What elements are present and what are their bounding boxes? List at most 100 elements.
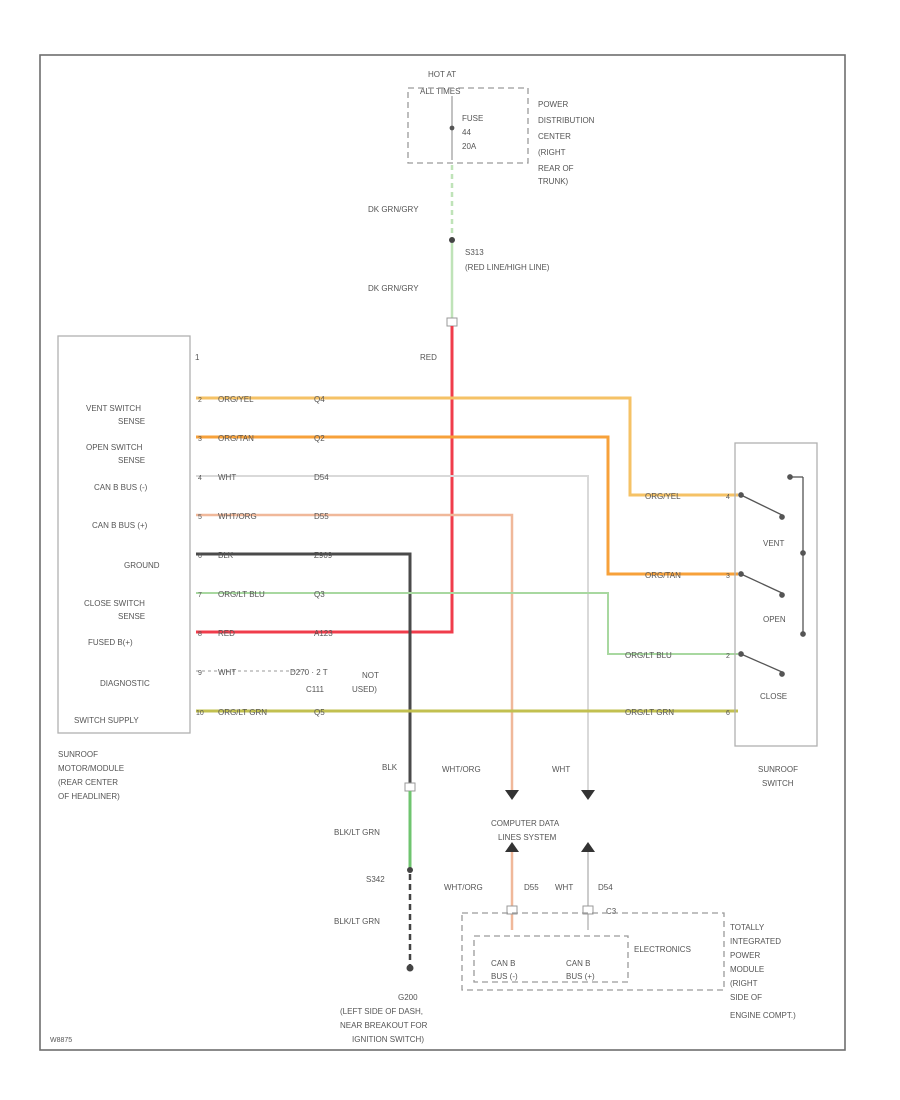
tipm-label-7: ENGINE COMPT.) xyxy=(730,1011,796,1020)
tipm-label-2: INTEGRATED xyxy=(730,937,781,946)
label-wht-upper: WHT xyxy=(552,765,570,774)
pin-name-9: DIAGNOSTIC xyxy=(100,679,150,688)
wire-red xyxy=(196,326,454,634)
sunroof-module-box xyxy=(57,335,191,734)
wire-org-lt-blu xyxy=(196,592,738,655)
splice-s342-node xyxy=(407,867,413,873)
switch-title-1: SUNROOF xyxy=(758,765,798,774)
switch-wire-3-pin: 2 xyxy=(726,653,730,660)
ground-g200-node xyxy=(406,964,414,972)
fuse-node xyxy=(449,125,455,131)
switch-vent: VENT xyxy=(763,539,784,548)
sunroof-switch-box xyxy=(734,442,818,747)
pin-5-color: WHT/ORG xyxy=(218,512,257,521)
pin-9-circuit: D270 · 2 T xyxy=(290,668,328,677)
pin-name-3-1: OPEN SWITCH xyxy=(86,443,143,452)
can-b-plus-1: CAN B xyxy=(566,959,590,968)
switch-wire-3-color: ORG/LT BLU xyxy=(625,651,672,660)
hot-label-2: ALL TIMES xyxy=(420,87,460,96)
pin-6-color: BLK xyxy=(218,551,234,560)
connector-blk xyxy=(404,782,416,792)
switch-wire-2-color: ORG/TAN xyxy=(645,571,681,580)
wire-org-yel xyxy=(196,396,738,497)
pin-6-circuit: Z909 xyxy=(314,551,333,560)
splice-s313-node xyxy=(449,237,455,243)
system-label-1: COMPUTER DATA xyxy=(491,819,560,828)
pdc-label-4: (RIGHT xyxy=(538,148,566,157)
s313-label-2: (RED LINE/HIGH LINE) xyxy=(465,263,550,272)
can-b-minus-2: BUS (-) xyxy=(491,972,518,981)
g200-label-1: G200 xyxy=(398,993,418,1002)
pin-3-color: ORG/TAN xyxy=(218,434,254,443)
wire-wht xyxy=(196,475,589,790)
power-distribution-center: HOT AT ALL TIMES FUSE 44 20A POWER DISTR… xyxy=(407,70,595,186)
pin-3-circuit: Q2 xyxy=(314,434,325,443)
pin-name-7-1: CLOSE SWITCH xyxy=(84,599,145,608)
label-dk-grn-gry-2: DK GRN/GRY xyxy=(368,284,419,293)
label-dk-grn-gry-1: DK GRN/GRY xyxy=(368,205,419,214)
pin-name-2-1: VENT SWITCH xyxy=(86,404,141,413)
pin-7-circuit: Q3 xyxy=(314,590,325,599)
wire-blk xyxy=(196,552,412,783)
pin-4: 4 xyxy=(198,475,202,482)
pin-7-color: ORG/LT BLU xyxy=(218,590,265,599)
label-wht-org-lower: WHT/ORG xyxy=(444,883,483,892)
tipm-label-3: POWER xyxy=(730,951,760,960)
pin-name-3-2: SENSE xyxy=(118,456,145,465)
module-title-3: (REAR CENTER xyxy=(58,778,118,787)
switch-wire-2-pin: 3 xyxy=(726,573,730,580)
pin-2-color: ORG/YEL xyxy=(218,395,254,404)
pin-10-circuit: Q5 xyxy=(314,708,325,717)
c111-label: C111 xyxy=(306,685,324,694)
label-wht-org-upper: WHT/ORG xyxy=(442,765,481,774)
switch-wire-4-pin: 6 xyxy=(726,710,730,717)
not-used-1: NOT xyxy=(362,671,379,680)
tipm-label-5: (RIGHT xyxy=(730,979,758,988)
switch-wire-1-pin: 4 xyxy=(726,494,730,501)
label-blk-lt-grn-2: BLK/LT GRN xyxy=(334,917,380,926)
tipm-label-4: MODULE xyxy=(730,965,764,974)
figure-id: W8875 xyxy=(50,1037,72,1044)
wire-org-tan xyxy=(196,435,738,576)
diagram-frame xyxy=(39,54,846,1051)
pin-name-4: CAN B BUS (-) xyxy=(94,483,148,492)
pin-8: 8 xyxy=(198,631,202,638)
arrow-wht-org-down xyxy=(505,790,519,800)
pin-4-color: WHT xyxy=(218,473,236,482)
switch-contacts xyxy=(738,474,806,677)
s313-label-1: S313 xyxy=(465,248,484,257)
switch-title-2: SWITCH xyxy=(762,779,794,788)
label-blk-lt-grn-1: BLK/LT GRN xyxy=(334,828,380,837)
fuse-label-2: 44 xyxy=(462,128,471,137)
arrow-wht-down xyxy=(581,790,595,800)
pin-name-6: GROUND xyxy=(124,561,160,570)
pin-1: 1 xyxy=(195,353,200,362)
module-title-1: SUNROOF xyxy=(58,750,98,759)
pdc-label-3: CENTER xyxy=(538,132,571,141)
label-blk: BLK xyxy=(382,763,398,772)
label-s342: S342 xyxy=(366,875,385,884)
g200-label-3: NEAR BREAKOUT FOR xyxy=(340,1021,428,1030)
connector-c3-a xyxy=(506,905,518,915)
can-b-minus-1: CAN B xyxy=(491,959,515,968)
pdc-label-2: DISTRIBUTION xyxy=(538,116,595,125)
module-title-2: MOTOR/MODULE xyxy=(58,764,124,773)
connector-red-top xyxy=(446,317,458,327)
pin-6: 6 xyxy=(198,553,202,560)
pin-3: 3 xyxy=(198,436,202,443)
can-b-plus-2: BUS (+) xyxy=(566,972,595,981)
pin-name-5: CAN B BUS (+) xyxy=(92,521,148,530)
module-title-4: OF HEADLINER) xyxy=(58,792,120,801)
not-used-2: USED) xyxy=(352,685,377,694)
switch-wire-1-color: ORG/YEL xyxy=(645,492,681,501)
tipm-label-6: SIDE OF xyxy=(730,993,762,1002)
system-label-2: LINES SYSTEM xyxy=(498,833,557,842)
pin-5-circuit: D55 xyxy=(314,512,329,521)
pin-name-7-2: SENSE xyxy=(118,612,145,621)
hot-label-1: HOT AT xyxy=(428,70,456,79)
tipm-label-1: TOTALLY xyxy=(730,923,765,932)
arrow-wht-org-up xyxy=(505,842,519,852)
label-c3: C3 xyxy=(606,907,617,916)
arrow-wht-up xyxy=(581,842,595,852)
